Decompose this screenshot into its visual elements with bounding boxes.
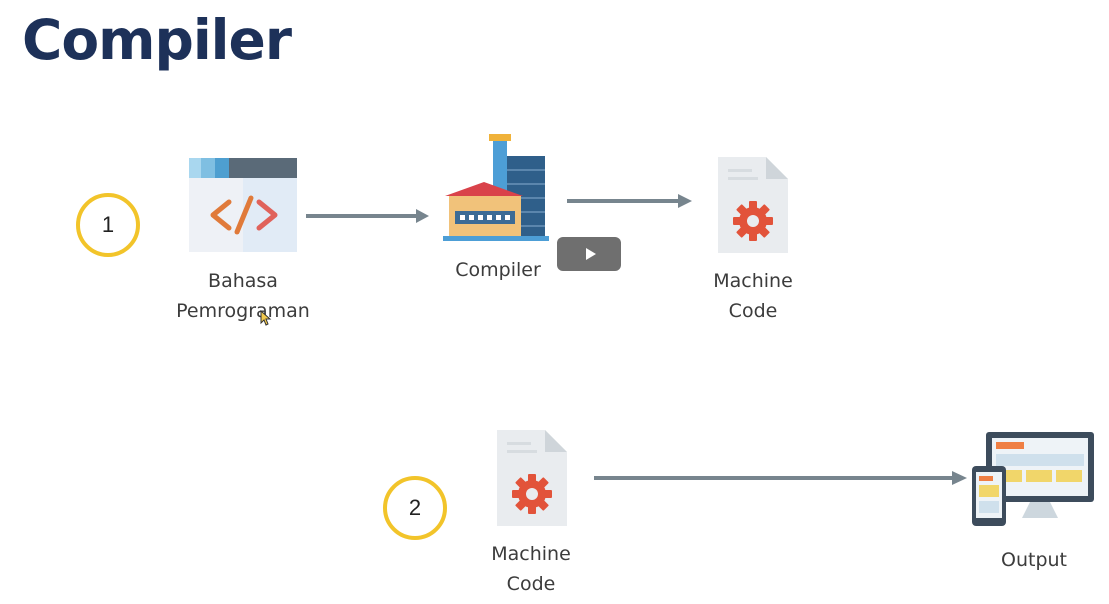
factory-icon	[443, 134, 549, 241]
step-1-badge: 1	[76, 193, 140, 257]
arrow-to-output	[594, 471, 967, 485]
play-button[interactable]	[557, 237, 621, 271]
compiler-label: Compiler	[455, 259, 541, 281]
step-2-badge: 2	[383, 476, 447, 540]
machine-code-label-1: Machine Code	[713, 270, 793, 322]
mouse-cursor-icon	[260, 310, 272, 326]
code-window-icon	[189, 158, 297, 252]
gear-file-icon	[718, 157, 788, 253]
gear-file-icon	[497, 430, 567, 526]
source-code-label: Bahasa Pemrograman	[176, 270, 310, 322]
output-label: Output	[1001, 549, 1067, 571]
arrow-to-compiler	[306, 209, 429, 223]
machine-code-label-2: Machine Code	[491, 543, 571, 595]
arrow-to-machine-code	[567, 194, 692, 208]
devices-icon	[972, 432, 1094, 526]
page-title: Compiler	[22, 8, 292, 72]
